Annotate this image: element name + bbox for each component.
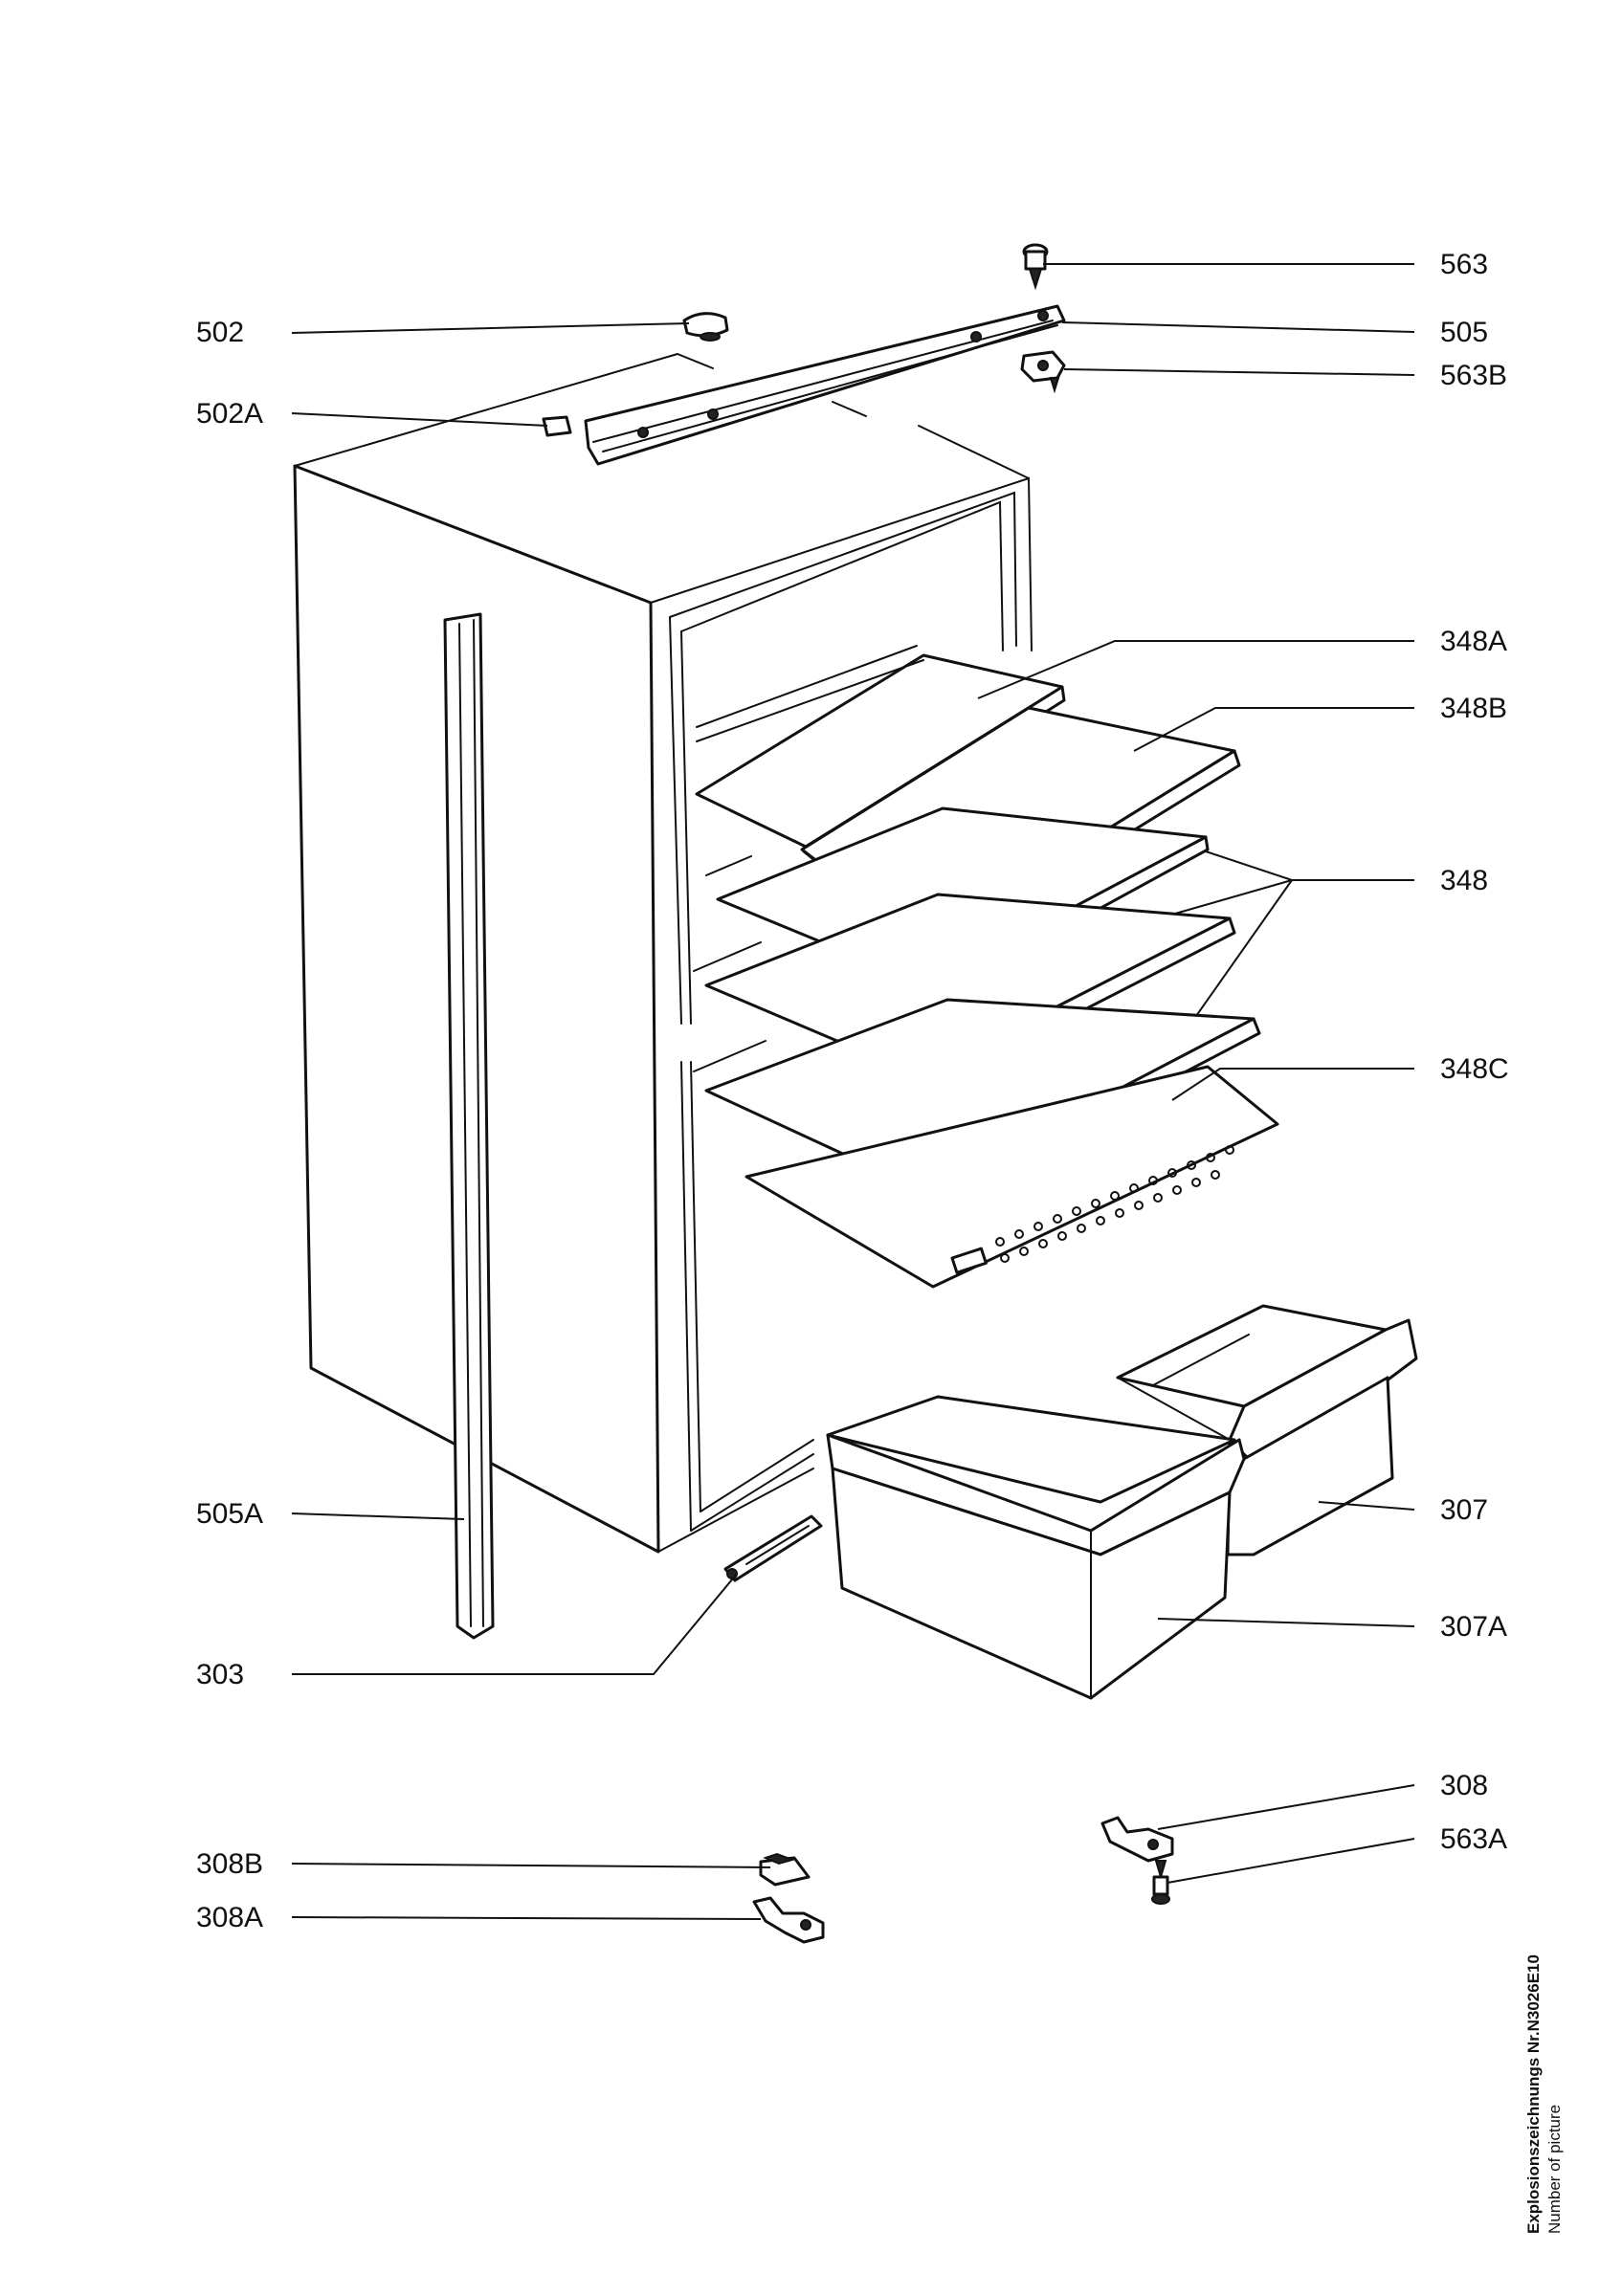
callout-563B: 563B <box>1440 360 1507 391</box>
drawing-number: Explosionszeichnungs Nr.N3026E10 <box>1524 1954 1543 2234</box>
drawing-number-caption: Number of picture <box>1545 2104 1564 2234</box>
bottom-hinge-right <box>1100 1816 1174 1863</box>
leader-348C <box>1171 1068 1414 1101</box>
leader-505A <box>291 1512 465 1520</box>
hinge-pin <box>1022 243 1049 291</box>
cover-cap-small <box>542 415 572 437</box>
leader-348B <box>1133 707 1414 752</box>
callout-563: 563 <box>1440 249 1488 280</box>
lower-bracket <box>723 1514 823 1582</box>
leader-303 <box>292 1573 738 1675</box>
spacer-block <box>759 1852 811 1887</box>
leader-348-c <box>1195 879 1293 1017</box>
leader-307A <box>1157 1618 1415 1627</box>
leader-502 <box>291 322 690 334</box>
hinge-rail <box>584 304 1066 466</box>
callout-307A: 307A <box>1440 1611 1507 1643</box>
callout-348: 348 <box>1440 865 1488 896</box>
leader-348A <box>977 640 1414 699</box>
callout-563A: 563A <box>1440 1823 1507 1855</box>
crisper-drawers <box>826 1304 1418 1700</box>
leader-308 <box>1157 1784 1415 1830</box>
callout-502A: 502A <box>196 398 263 430</box>
leader-563A <box>1167 1838 1415 1884</box>
callout-348A: 348A <box>1440 626 1507 657</box>
leader-348-b <box>1174 879 1293 915</box>
leader-348 <box>1205 850 1414 881</box>
leader-505 <box>1061 321 1415 333</box>
callout-502: 502 <box>196 317 244 348</box>
callout-308A: 308A <box>196 1902 263 1933</box>
glass-shelves <box>693 645 1279 1289</box>
leader-307 <box>1318 1501 1415 1511</box>
leader-308B <box>291 1863 771 1868</box>
callout-303: 303 <box>196 1659 244 1690</box>
callout-labels: 563 505 563B 502 502A 348A 348B 348 348C… <box>196 249 1509 1933</box>
door-seal-strip <box>443 612 495 1640</box>
callout-308: 308 <box>1440 1770 1488 1801</box>
hinge-pin-lower <box>1151 1860 1170 1905</box>
leader-502A <box>291 412 548 427</box>
callout-308B: 308B <box>196 1848 263 1880</box>
callout-348C: 348C <box>1440 1053 1509 1085</box>
cover-cap <box>682 312 729 342</box>
leader-lines <box>291 263 1415 1920</box>
callout-505A: 505A <box>196 1498 263 1530</box>
hinge-bushing <box>1020 350 1066 394</box>
leader-563B <box>1063 368 1415 376</box>
callout-505: 505 <box>1440 317 1488 348</box>
callout-348B: 348B <box>1440 693 1507 724</box>
bottom-hinge-left <box>752 1896 825 1944</box>
callout-307: 307 <box>1440 1494 1488 1526</box>
leader-308A <box>291 1916 762 1920</box>
